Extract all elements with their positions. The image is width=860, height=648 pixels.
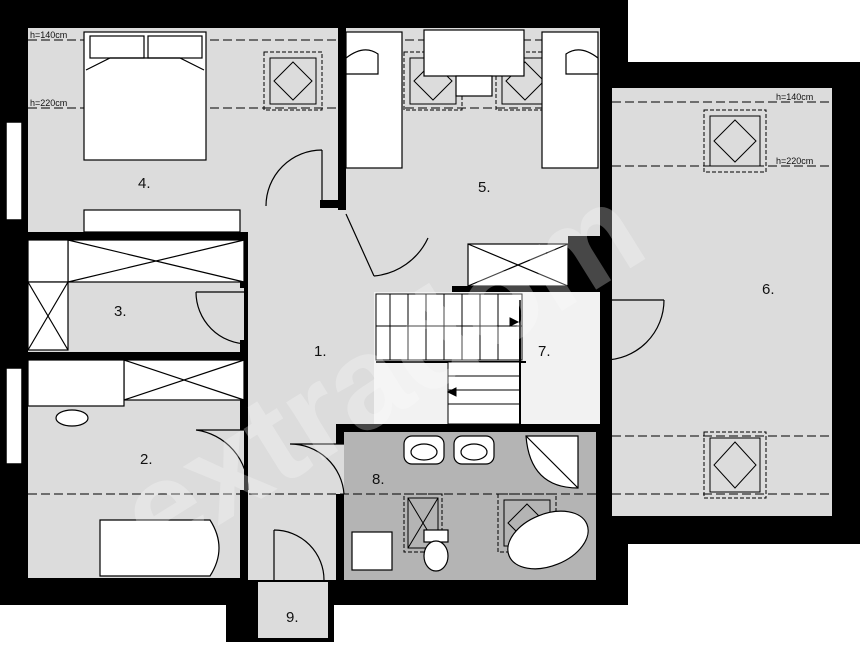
closet <box>27 281 69 351</box>
dimension-label: h=140cm <box>776 92 813 102</box>
single-bed <box>541 31 599 169</box>
room-label-7: 7. <box>538 343 551 360</box>
single-bed <box>345 31 403 169</box>
desk <box>423 29 525 97</box>
washbasin <box>453 435 495 465</box>
toilet <box>423 529 449 572</box>
shower <box>525 435 579 489</box>
chair <box>55 409 89 427</box>
washbasin <box>403 435 445 465</box>
furniture <box>27 29 599 577</box>
cabinet <box>467 243 569 287</box>
room-label-2: 2. <box>140 451 153 468</box>
closet <box>67 239 245 283</box>
skylight <box>703 431 767 499</box>
doors <box>195 149 665 581</box>
room-label-3: 3. <box>114 303 127 320</box>
bathtub <box>99 519 220 577</box>
dimension-label: h=220cm <box>30 98 67 108</box>
washing-machine <box>351 531 393 571</box>
room-label-8: 8. <box>372 471 385 488</box>
room-label-5: 5. <box>478 179 491 196</box>
room-label-9: 9. <box>286 609 299 626</box>
skylight <box>263 51 323 111</box>
closet-shelf <box>27 239 69 283</box>
room-label-1: 1. <box>314 343 327 360</box>
skylight <box>703 109 767 173</box>
dimension-label: h=140cm <box>30 30 67 40</box>
wardrobe <box>123 359 245 401</box>
double-bed <box>83 31 207 161</box>
room-label-6: 6. <box>762 281 775 298</box>
dimension-label: h=220cm <box>776 156 813 166</box>
floor-room-9 <box>258 582 328 638</box>
wardrobe <box>83 209 241 233</box>
room-label-4: 4. <box>138 175 151 192</box>
staircase <box>375 293 526 425</box>
bathtub-oval <box>507 510 589 570</box>
windows <box>5 121 23 465</box>
floor-room-6 <box>612 88 832 516</box>
desk <box>27 359 125 407</box>
